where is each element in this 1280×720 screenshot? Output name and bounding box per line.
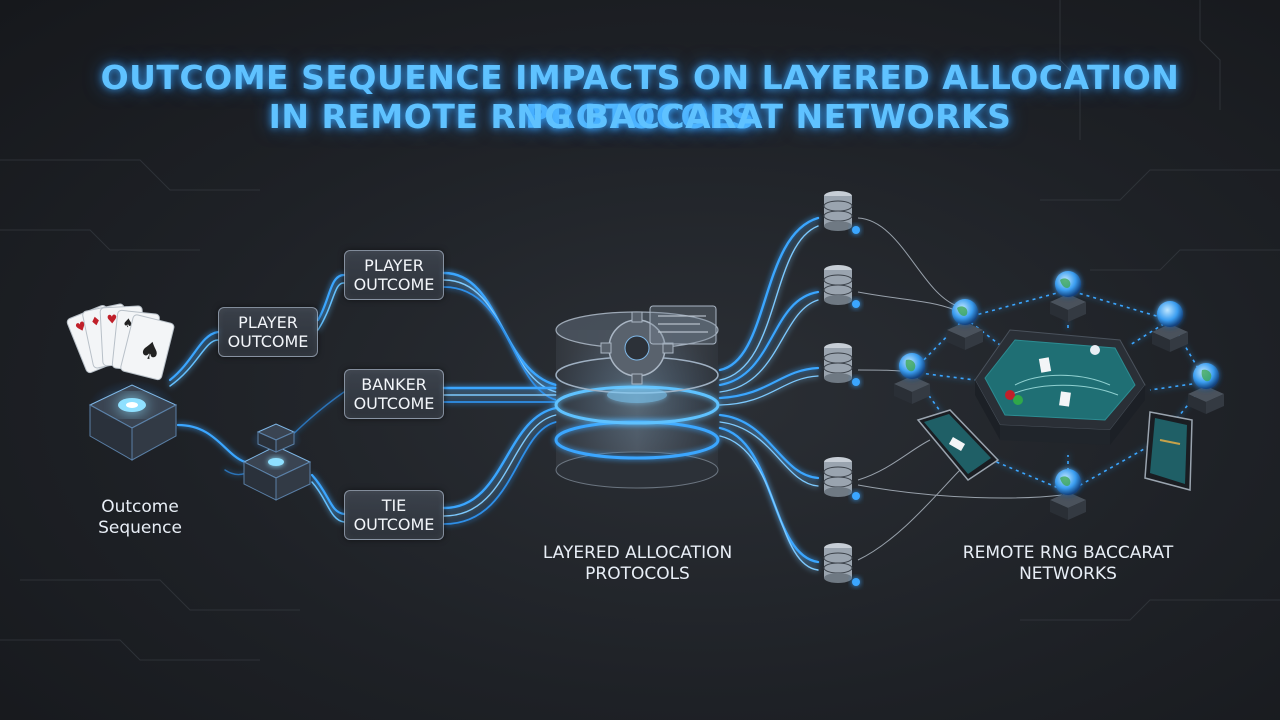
globe-node-icon <box>1050 469 1086 520</box>
outcome-sequence-label-line1: Outcome <box>101 497 179 517</box>
baccarat-table-icon <box>974 329 1146 445</box>
background-circuit-lines <box>0 0 1280 661</box>
player-outcome-label-line1: PLAYER <box>238 313 298 332</box>
layered-allocation-label-line1: LAYERED ALLOCATION <box>542 543 733 563</box>
tie-outcome-label-line2: OUTCOME <box>353 515 435 534</box>
globe-node-icon <box>1188 363 1224 414</box>
remote-rng-baccarat-networks-label: REMOTE RNG BACCARAT NETWORKS <box>948 543 1188 585</box>
player-outcome-label-line1: PLAYER <box>364 256 424 275</box>
banker-outcome-label-line1: BANKER <box>361 375 427 394</box>
remote-rng-label-line2: NETWORKS <box>1019 564 1117 584</box>
layered-allocation-label-line2: PROTOCOLS <box>585 564 690 584</box>
player-outcome-box-lower: PLAYER OUTCOME <box>218 307 318 357</box>
server-stack-icon <box>823 543 860 586</box>
layered-allocation-protocols-label: LAYERED ALLOCATION PROTOCOLS <box>520 543 755 585</box>
outcome-sequence-label-line2: Sequence <box>98 518 182 538</box>
tablet-icon <box>916 409 1000 481</box>
globe-node-icon <box>947 299 983 350</box>
flow-lines-right <box>718 216 820 571</box>
remote-rng-label-line1: REMOTE RNG BACCARAT <box>962 543 1174 563</box>
globe-node-icon <box>1152 301 1188 352</box>
server-stack-icon <box>823 265 860 308</box>
server-stack-icon <box>823 457 860 500</box>
processor-chip-icon <box>87 380 178 461</box>
layered-cylinder-gear-icon <box>547 305 727 489</box>
player-outcome-label-line2: OUTCOME <box>227 332 309 351</box>
banker-outcome-box: BANKER OUTCOME <box>344 369 444 419</box>
server-stack-icon <box>823 343 860 386</box>
tablet-icon <box>1144 411 1193 491</box>
globe-node-icon <box>894 353 930 404</box>
playing-cards-icon: ♥ ♦ ♥ ♠ ♠ <box>66 303 175 381</box>
server-stack-icon <box>823 191 860 234</box>
flow-lines-center <box>442 271 558 525</box>
globe-node-icons <box>894 271 1224 520</box>
small-chip-icon <box>242 423 312 501</box>
banker-outcome-label-line2: OUTCOME <box>353 394 435 413</box>
globe-node-icon <box>1050 271 1086 322</box>
svg-text:♥: ♥ <box>106 312 117 327</box>
player-outcome-label-line2: OUTCOME <box>353 275 435 294</box>
outcome-sequence-label: Outcome Sequence <box>70 497 210 539</box>
diagram-title-line-2: IN REMOTE RNG BACCARAT NETWORKS <box>268 97 1012 136</box>
tie-outcome-box: TIE OUTCOME <box>344 490 444 540</box>
tie-outcome-label-line1: TIE <box>381 496 407 515</box>
server-stack-icons <box>823 191 860 586</box>
player-outcome-box-upper: PLAYER OUTCOME <box>344 250 444 300</box>
svg-text:♦: ♦ <box>89 313 102 329</box>
diagram-title-line-1: OUTCOME SEQUENCE IMPACTS ON LAYERED ALLO… <box>100 58 1180 136</box>
